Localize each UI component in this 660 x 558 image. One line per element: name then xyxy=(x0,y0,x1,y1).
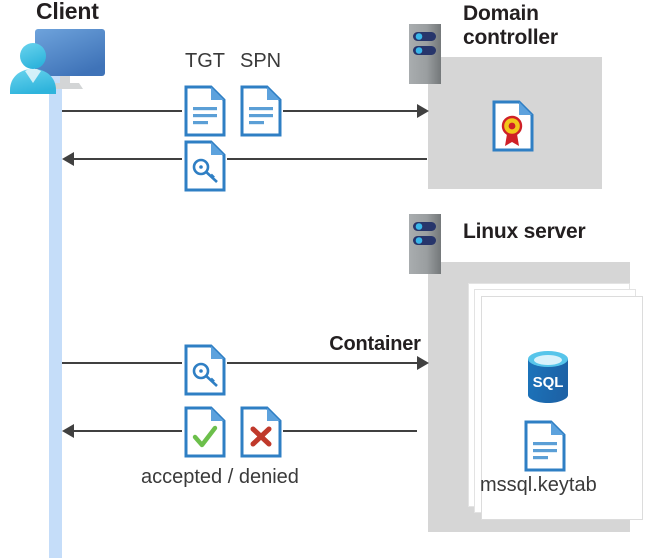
accepted-denied-label: accepted / denied xyxy=(141,466,299,488)
denied-cross-document-icon xyxy=(240,406,282,458)
spn-label: SPN xyxy=(240,50,282,72)
client-user-monitor-icon xyxy=(6,22,118,94)
spn-document-icon xyxy=(240,85,282,137)
flow-line-accept-deny-left xyxy=(74,430,182,432)
ticket-key-document-icon-2 xyxy=(184,344,226,396)
flow-line-ticket-to-server-left xyxy=(62,362,182,364)
linux-server-title: Linux server xyxy=(463,220,586,243)
sql-database-icon: SQL xyxy=(524,349,572,405)
sql-badge-label: SQL xyxy=(533,374,564,391)
client-lifeline xyxy=(49,62,62,558)
flow-line-tgt-spn-request-left xyxy=(62,110,182,112)
flow-arrow-tgt-spn-request xyxy=(417,104,429,118)
keytab-filename-label: mssql.keytab xyxy=(480,474,597,496)
keytab-document-icon xyxy=(524,420,566,472)
flow-line-ticket-response-left xyxy=(74,158,182,160)
domain-controller-server-rack-icon xyxy=(409,24,441,84)
container-card-front xyxy=(481,296,643,520)
domain-controller-title: Domain controller xyxy=(463,2,558,50)
client-title: Client xyxy=(36,0,99,24)
flow-arrow-ticket-to-server xyxy=(417,356,429,370)
flow-line-accept-deny-right xyxy=(283,430,417,432)
linux-server-server-rack-icon xyxy=(409,214,441,274)
flow-line-ticket-response-right xyxy=(227,158,427,160)
container-title-text: Container xyxy=(329,333,421,356)
tgt-document-icon xyxy=(184,85,226,137)
flow-arrow-accept-deny xyxy=(62,424,74,438)
accepted-check-document-icon xyxy=(184,406,226,458)
certificate-document-icon xyxy=(492,100,534,152)
tgt-label: TGT xyxy=(185,50,225,72)
flow-arrow-ticket-response xyxy=(62,152,74,166)
flow-line-tgt-spn-request-right xyxy=(283,110,417,112)
ticket-key-document-icon xyxy=(184,140,226,192)
flow-line-ticket-to-server-right xyxy=(227,362,417,364)
container-title: Container xyxy=(0,310,660,356)
